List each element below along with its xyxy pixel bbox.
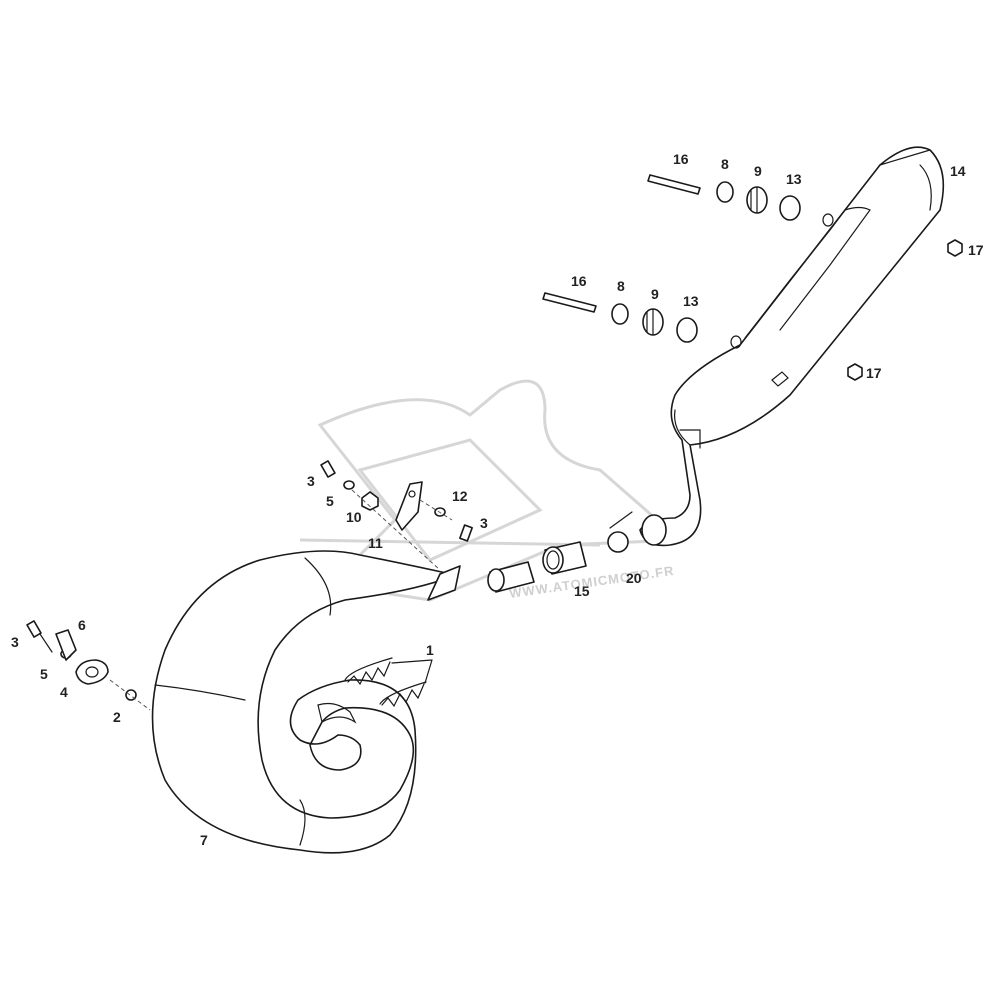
connector-pipe bbox=[487, 561, 535, 593]
mount-bolt-upper bbox=[647, 174, 701, 195]
spring-clip bbox=[607, 511, 633, 553]
nut-upper-17 bbox=[947, 239, 963, 257]
bracket-mid bbox=[395, 481, 423, 531]
callout-3-mid: 3 bbox=[307, 473, 315, 489]
callout-10: 10 bbox=[346, 509, 362, 525]
callout-5-mid: 5 bbox=[326, 493, 334, 509]
silencer-coupling-sleeve bbox=[542, 541, 587, 575]
callout-9-lower: 9 bbox=[651, 286, 659, 302]
spring-upper bbox=[344, 657, 393, 686]
flange-gasket bbox=[75, 659, 109, 685]
callout-17-upper: 17 bbox=[968, 242, 984, 258]
mount-bolt-lower bbox=[542, 292, 597, 313]
callout-1: 1 bbox=[426, 642, 434, 658]
callout-5-left: 5 bbox=[40, 666, 48, 682]
expansion-chamber bbox=[151, 550, 456, 854]
grommet-upper bbox=[746, 186, 768, 214]
collar-lower bbox=[611, 303, 629, 325]
silencer bbox=[639, 146, 945, 547]
bolt-mid bbox=[320, 460, 336, 478]
bracket-left bbox=[55, 629, 77, 661]
callout-15: 15 bbox=[574, 583, 590, 599]
callout-8-upper: 8 bbox=[721, 156, 729, 172]
watermark-logo bbox=[299, 379, 684, 602]
callout-16-lower: 16 bbox=[571, 273, 587, 289]
callout-12: 12 bbox=[452, 488, 468, 504]
callout-2: 2 bbox=[113, 709, 121, 725]
washer-mid bbox=[343, 480, 355, 490]
callout-16-upper: 16 bbox=[673, 151, 689, 167]
callout-8-lower: 8 bbox=[617, 278, 625, 294]
callout-6: 6 bbox=[78, 617, 86, 633]
callout-20: 20 bbox=[626, 570, 642, 586]
nut-lower-17 bbox=[847, 363, 863, 381]
callout-4: 4 bbox=[60, 684, 68, 700]
bolt-left bbox=[26, 620, 53, 653]
callout-17-lower: 17 bbox=[866, 365, 882, 381]
spacer-lower bbox=[676, 317, 698, 343]
grommet-lower bbox=[642, 308, 664, 336]
nut-mid bbox=[361, 491, 379, 511]
callout-13-lower: 13 bbox=[683, 293, 699, 309]
spacer-upper bbox=[779, 195, 801, 221]
mount-tab bbox=[427, 565, 461, 601]
callout-14: 14 bbox=[950, 163, 966, 179]
callout-11: 11 bbox=[368, 535, 383, 551]
callout-3-left: 3 bbox=[11, 634, 19, 650]
callout-7: 7 bbox=[200, 832, 208, 848]
collar-upper bbox=[716, 181, 734, 203]
spring-lower bbox=[379, 681, 427, 708]
callout-3-right: 3 bbox=[480, 515, 488, 531]
callout-13-upper: 13 bbox=[786, 171, 802, 187]
callout-9-upper: 9 bbox=[754, 163, 762, 179]
bolt-right-mid bbox=[459, 524, 473, 542]
